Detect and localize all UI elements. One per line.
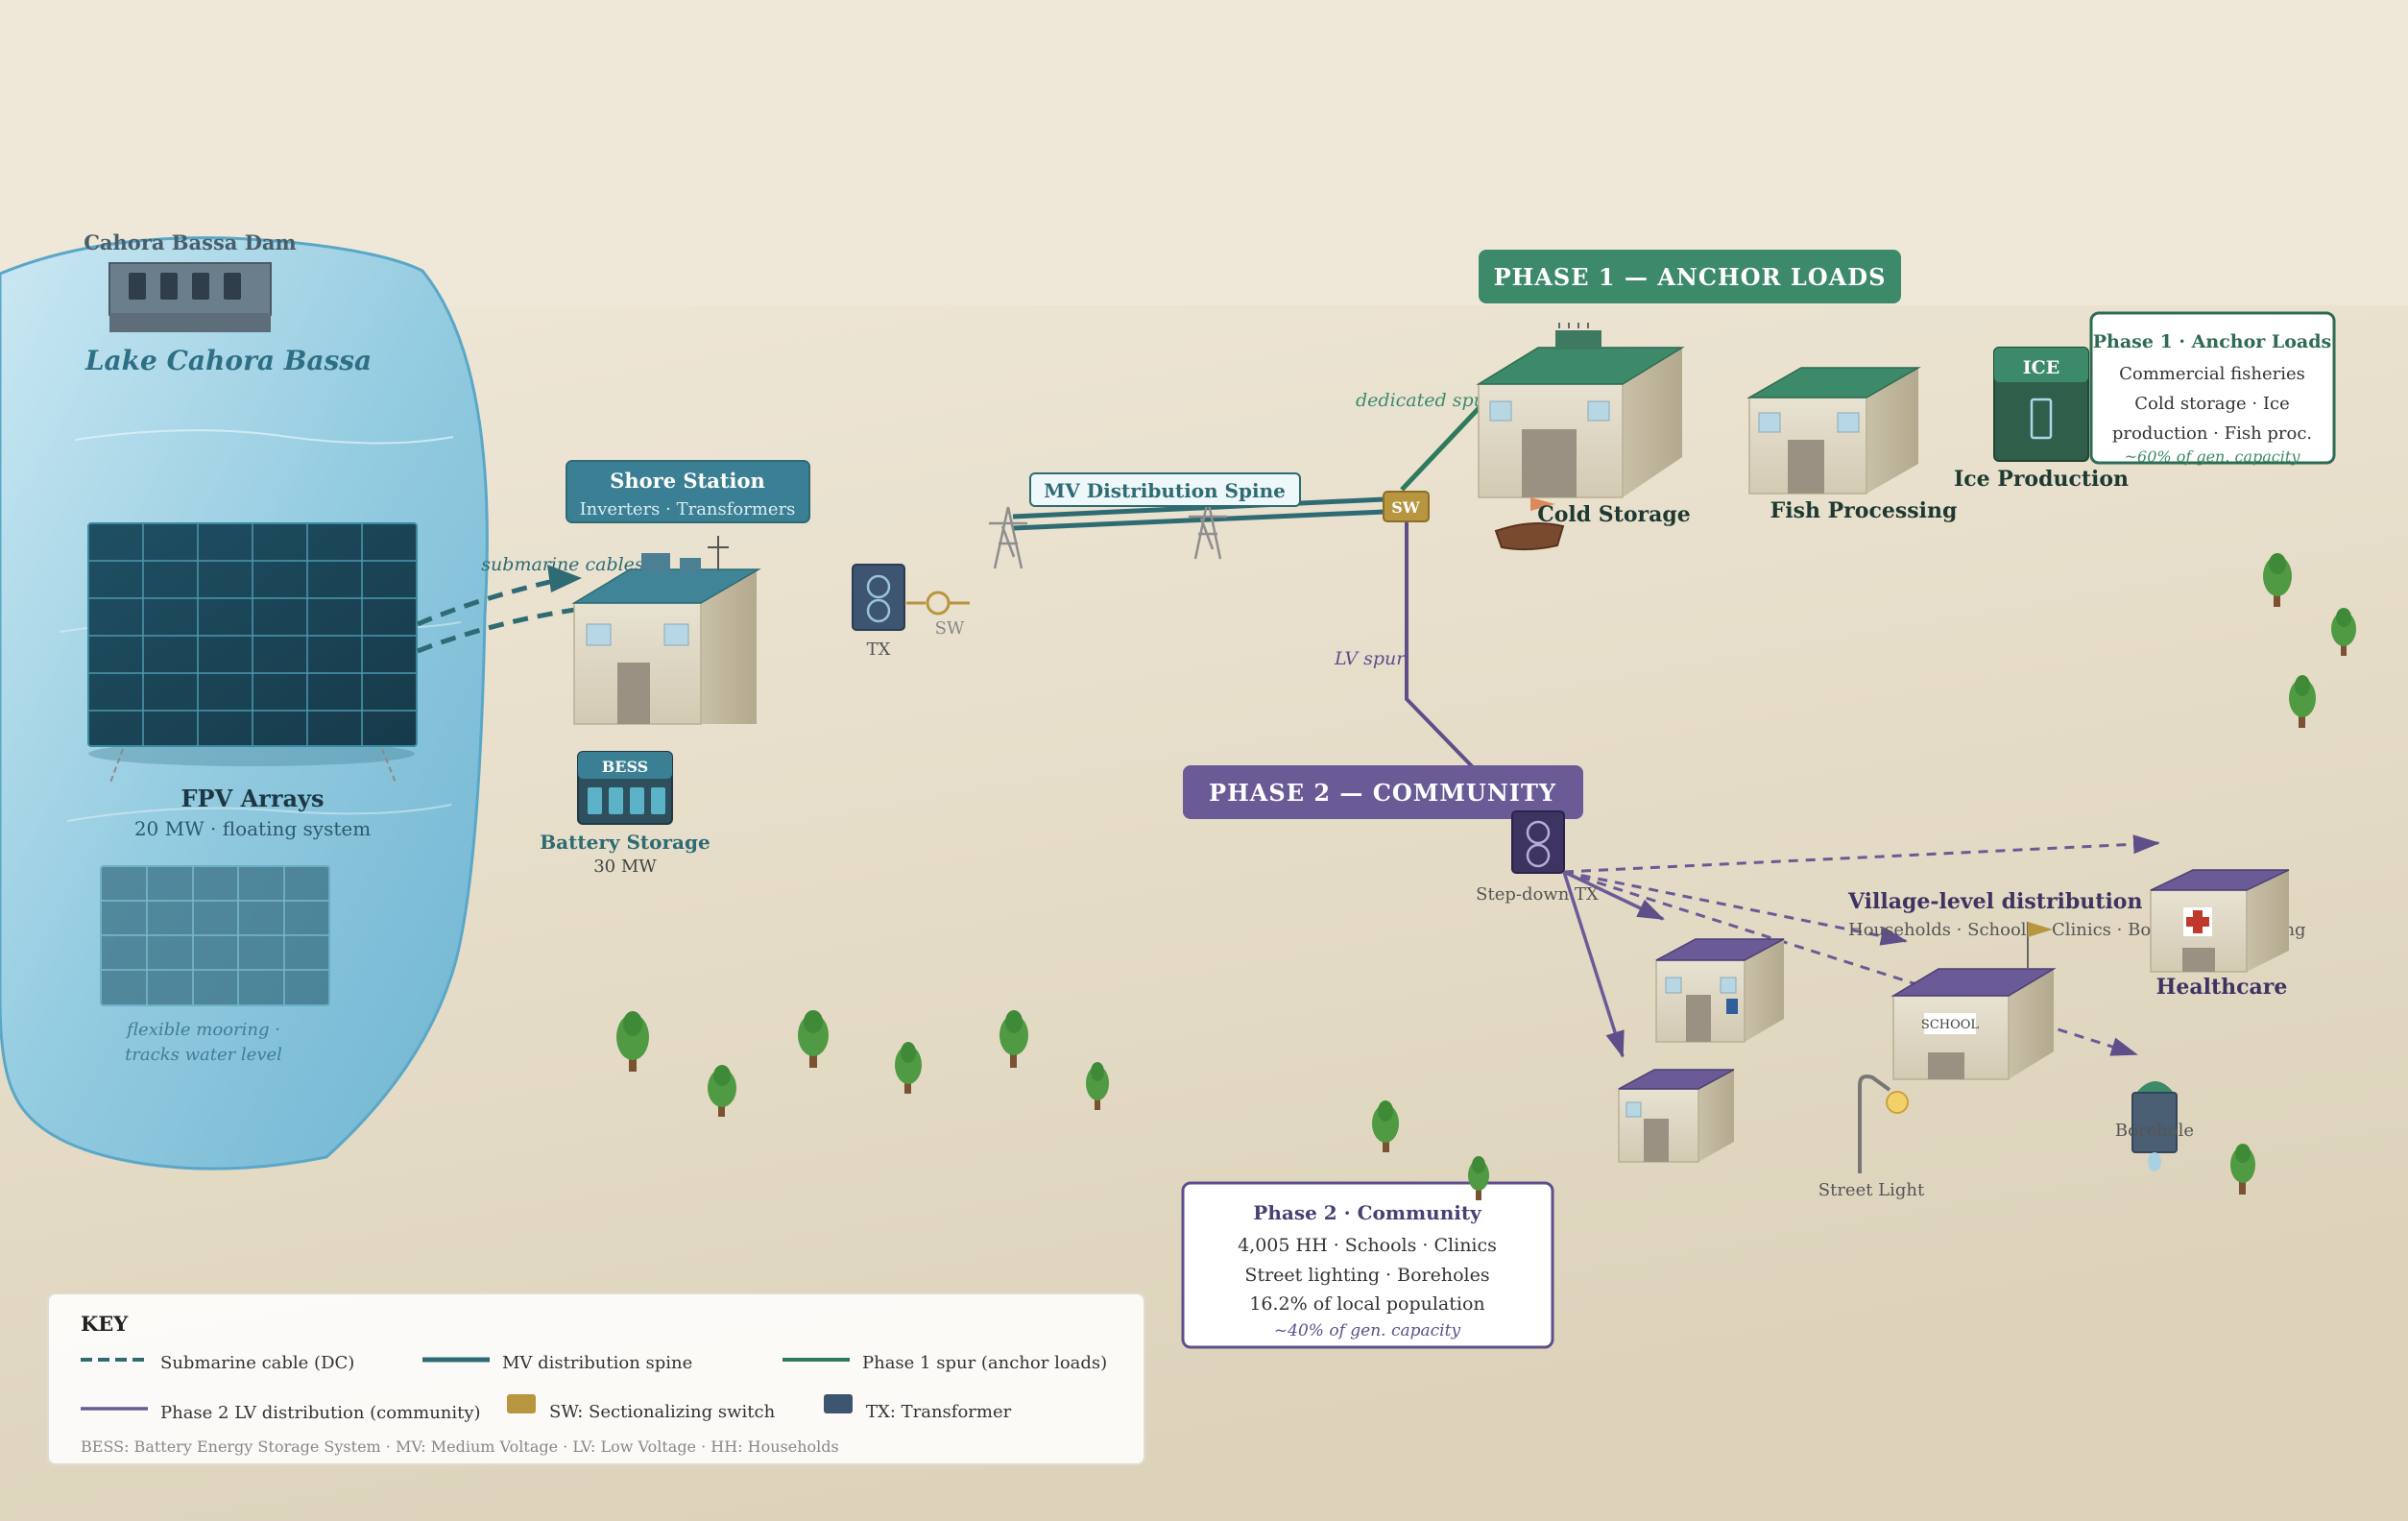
pylon-icon	[1189, 498, 1227, 560]
legend-tx-swatch	[824, 1394, 853, 1413]
phase2-banner-text: PHASE 2 — COMMUNITY	[1209, 779, 1556, 807]
phase1-box-note: ~60% of gen. capacity	[2125, 447, 2301, 466]
phase2-lv-distribution	[1562, 834, 2160, 1058]
cold-storage-building	[1476, 323, 1685, 511]
bess-title: Battery Storage	[540, 831, 710, 854]
phase2-banner: PHASE 2 — COMMUNITY	[1183, 765, 1583, 819]
legend-sw: SW: Sectionalizing switch	[549, 1402, 776, 1422]
house-building	[1618, 1069, 1735, 1163]
phase1-banner: PHASE 1 — ANCHOR LOADS	[1479, 250, 1901, 303]
shore-station-label: Shore Station Inverters · Transformers	[566, 460, 810, 523]
mv-spine-label-text: MV Distribution Spine	[1044, 479, 1286, 502]
ice-tag: ICE	[2023, 357, 2060, 378]
mooring-note-line2: tracks water level	[125, 1045, 282, 1065]
tree-icon	[708, 1065, 736, 1117]
ice-production-icon: ICE	[1993, 347, 2089, 462]
fish-processing-building	[1746, 367, 1921, 495]
fpv-subtitle: 20 MW · floating system	[134, 817, 371, 840]
tree-icon	[1372, 1100, 1399, 1152]
fpv-title: FPV Arrays	[181, 785, 325, 812]
phase1-box-line2: Cold storage · Ice	[2134, 394, 2289, 414]
legend-footnote: BESS: Battery Energy Storage System · MV…	[81, 1437, 839, 1456]
phase1-spur	[1400, 401, 1485, 492]
tree-icon	[616, 1011, 649, 1072]
fpv-array-secondary	[100, 865, 330, 1006]
legend-title: KEY	[81, 1312, 129, 1336]
phase1-box-title: Phase 1 · Anchor Loads	[2093, 331, 2331, 352]
school-building: SCHOOL	[1890, 922, 2057, 1080]
healthcare-label: Healthcare	[2156, 975, 2288, 1000]
dam-label: Cahora Bassa Dam	[84, 230, 297, 254]
cold-storage-label: Cold Storage	[1537, 502, 1691, 527]
legend-sw-swatch	[507, 1394, 536, 1413]
bess-tag: BESS	[602, 758, 648, 776]
tree-icon	[2289, 675, 2316, 728]
legend: KEY Submarine cable (DC) MV distribution…	[47, 1292, 1145, 1465]
legend-mv: MV distribution spine	[502, 1353, 692, 1373]
fish-processing-label: Fish Processing	[1770, 498, 1958, 523]
ice-production-label: Ice Production	[1954, 467, 2129, 492]
borehole-icon	[2131, 1081, 2178, 1171]
street-light-icon	[1858, 1074, 1909, 1173]
legend-phase2-lv: Phase 2 LV distribution (community)	[160, 1403, 481, 1423]
bess-capacity: 30 MW	[593, 857, 657, 877]
sw-badge-text: SW	[1391, 498, 1421, 517]
fpv-array-main	[87, 522, 418, 784]
tree-icon	[2331, 608, 2356, 656]
phase2-box-line2: Street lighting · Boreholes	[1244, 1265, 1489, 1286]
phase1-box-line1: Commercial fisheries	[2119, 364, 2305, 384]
phase1-info-box: Phase 1 · Anchor Loads Commercial fisher…	[2089, 311, 2336, 466]
shore-tx-label: TX	[867, 640, 891, 660]
phase2-box-note: ~40% of gen. capacity	[1274, 1321, 1461, 1340]
trees	[616, 553, 2356, 1200]
phase1-spur-label: dedicated spur	[1356, 390, 1496, 411]
house-building	[1655, 938, 1785, 1043]
mv-distribution-spine	[989, 496, 1385, 569]
phase1-banner-text: PHASE 1 — ANCHOR LOADS	[1494, 263, 1887, 291]
ice-cube-icon	[2030, 398, 2053, 440]
fishing-boat-icon	[1494, 522, 1565, 551]
shore-sw-label: SW	[935, 618, 965, 639]
sectionalizing-switch-icon: SW	[1383, 491, 1430, 522]
healthcare-building	[2150, 869, 2290, 973]
village-distribution-title: Village-level distribution	[1847, 889, 2142, 914]
legend-tx: TX: Transformer	[866, 1402, 1012, 1422]
legend-phase1-spur: Phase 1 spur (anchor loads)	[862, 1353, 1107, 1373]
tree-icon	[895, 1042, 922, 1094]
submarine-cables	[417, 565, 596, 654]
phase2-box-title: Phase 2 · Community	[1253, 1201, 1482, 1224]
mv-spine-label: MV Distribution Spine	[1029, 472, 1301, 507]
tree-icon	[2230, 1144, 2255, 1195]
submarine-cables-label: submarine cables	[481, 554, 644, 575]
shore-station-title: Shore Station	[610, 469, 765, 493]
borehole-label: Borehole	[2115, 1121, 2194, 1141]
shore-transformer-icon	[852, 564, 905, 631]
shore-switch-icon	[906, 591, 970, 616]
stepdown-transformer-icon	[1511, 810, 1565, 874]
tree-icon	[999, 1010, 1028, 1068]
street-light-label: Street Light	[1818, 1180, 1925, 1200]
tree-icon	[2263, 553, 2292, 607]
school-sign: SCHOOL	[1921, 1018, 1980, 1032]
phase1-box-line3: production · Fish proc.	[2112, 423, 2312, 444]
sky-band	[0, 0, 2408, 307]
tree-icon	[1468, 1156, 1489, 1200]
dam-icon	[108, 262, 272, 332]
mooring-note-line1: flexible mooring ·	[125, 1020, 280, 1040]
shore-station-building	[571, 536, 761, 725]
pylon-icon	[989, 506, 1027, 569]
phase2-info-box: Phase 2 · Community 4,005 HH · Schools ·…	[1181, 1181, 1554, 1349]
battery-storage-icon: BESS	[577, 751, 673, 825]
tree-icon	[798, 1010, 829, 1068]
phase2-box-line3: 16.2% of local population	[1249, 1293, 1484, 1315]
stepdown-tx-label: Step-down TX	[1476, 884, 1599, 905]
phase2-lv-spur-label: LV spur	[1334, 648, 1407, 669]
shore-station-subtitle: Inverters · Transformers	[580, 499, 796, 519]
phase2-box-line1: 4,005 HH · Schools · Clinics	[1238, 1235, 1497, 1256]
lake-label: Lake Cahora Bassa	[84, 345, 372, 376]
legend-submarine: Submarine cable (DC)	[160, 1353, 354, 1373]
tree-icon	[1086, 1062, 1109, 1110]
phase2-lv-spur	[1405, 519, 1476, 770]
